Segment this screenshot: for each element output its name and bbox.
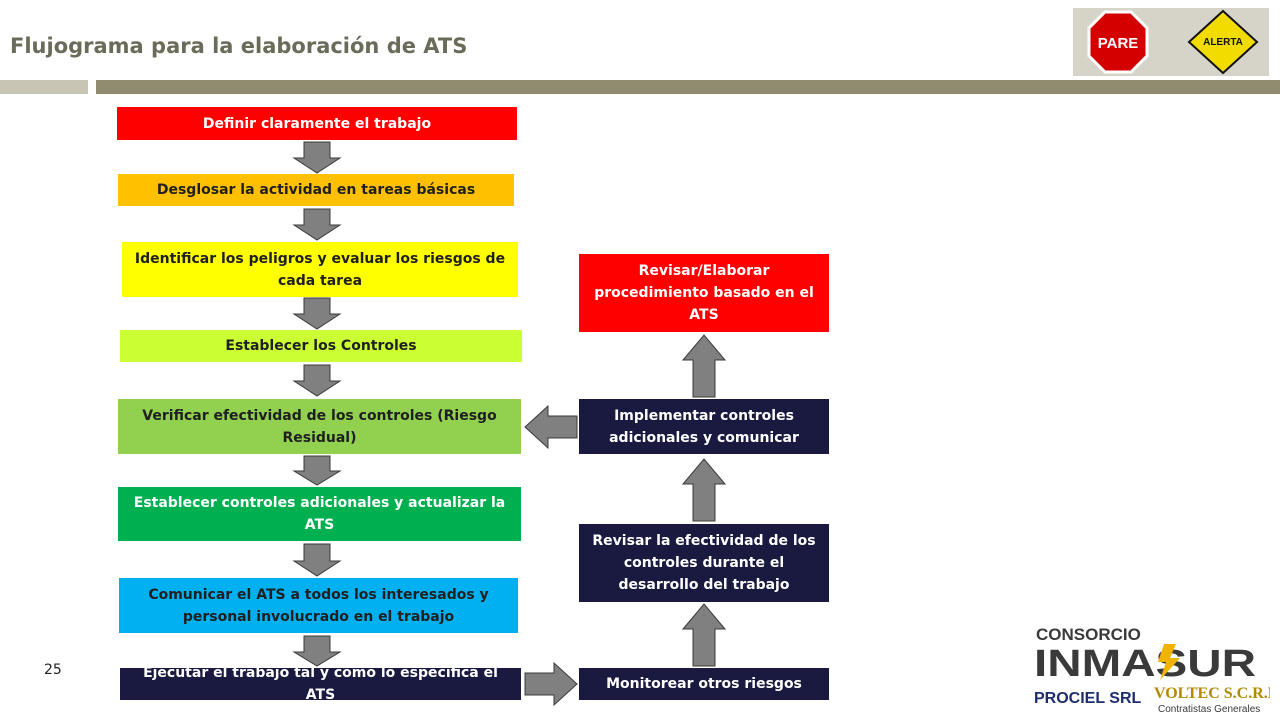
arrow-down-icon bbox=[292, 208, 342, 241]
arrow-up-icon bbox=[681, 603, 727, 667]
warning-signs-logo: PARE ALERTA bbox=[1073, 8, 1269, 76]
arrow-left-icon bbox=[524, 404, 578, 450]
consortium-label: CONSORCIO bbox=[1036, 625, 1141, 644]
step-implement-controls: Implementar controles adicionales y comu… bbox=[579, 399, 829, 454]
lightning-icon bbox=[1158, 644, 1180, 680]
page-title: Flujograma para la elaboración de ATS bbox=[10, 34, 468, 58]
company-logo: CONSORCIO INMASUR PROCIEL SRL VOLTEC S.C… bbox=[1030, 624, 1280, 716]
company-2-subtitle: Contratistas Generales bbox=[1158, 704, 1260, 715]
arrow-down-icon bbox=[292, 543, 342, 577]
step-review-effectiveness: Revisar la efectividad de los controles … bbox=[579, 524, 829, 602]
consortium-name: INMASUR bbox=[1034, 643, 1256, 685]
step-execute-work: Ejecutar el trabajo tal y como lo especi… bbox=[120, 665, 521, 703]
stop-sign-text: PARE bbox=[1098, 35, 1139, 52]
step-break-down-activity: Desglosar la actividad en tareas básicas bbox=[118, 174, 514, 206]
arrow-down-icon bbox=[292, 455, 342, 486]
arrow-down-icon bbox=[292, 141, 342, 174]
arrow-up-icon bbox=[681, 458, 727, 522]
warning-sign-text: ALERTA bbox=[1203, 37, 1243, 48]
step-monitor-risks: Monitorear otros riesgos bbox=[579, 668, 829, 700]
header-bar-left bbox=[0, 80, 88, 94]
arrow-down-icon bbox=[292, 635, 342, 667]
arrow-down-icon bbox=[292, 297, 342, 330]
step-review-procedure: Revisar/Elaborar procedimiento basado en… bbox=[579, 254, 829, 332]
step-verify-controls: Verificar efectividad de los controles (… bbox=[118, 399, 521, 454]
step-communicate-ats: Comunicar el ATS a todos los interesados… bbox=[119, 578, 518, 633]
step-identify-hazards: Identificar los peligros y evaluar los r… bbox=[122, 242, 518, 297]
step-establish-controls: Establecer los Controles bbox=[120, 330, 522, 362]
step-additional-controls: Establecer controles adicionales y actua… bbox=[118, 487, 521, 541]
arrow-up-icon bbox=[681, 334, 727, 398]
header-bar-right bbox=[96, 80, 1280, 94]
company-1-name: PROCIEL SRL bbox=[1034, 690, 1142, 707]
arrow-down-icon bbox=[292, 364, 342, 397]
company-2-name: VOLTEC S.C.R.L. bbox=[1154, 685, 1270, 702]
arrow-right-icon bbox=[524, 661, 578, 707]
step-define-work: Definir claramente el trabajo bbox=[117, 107, 517, 140]
page-number: 25 bbox=[44, 662, 62, 678]
